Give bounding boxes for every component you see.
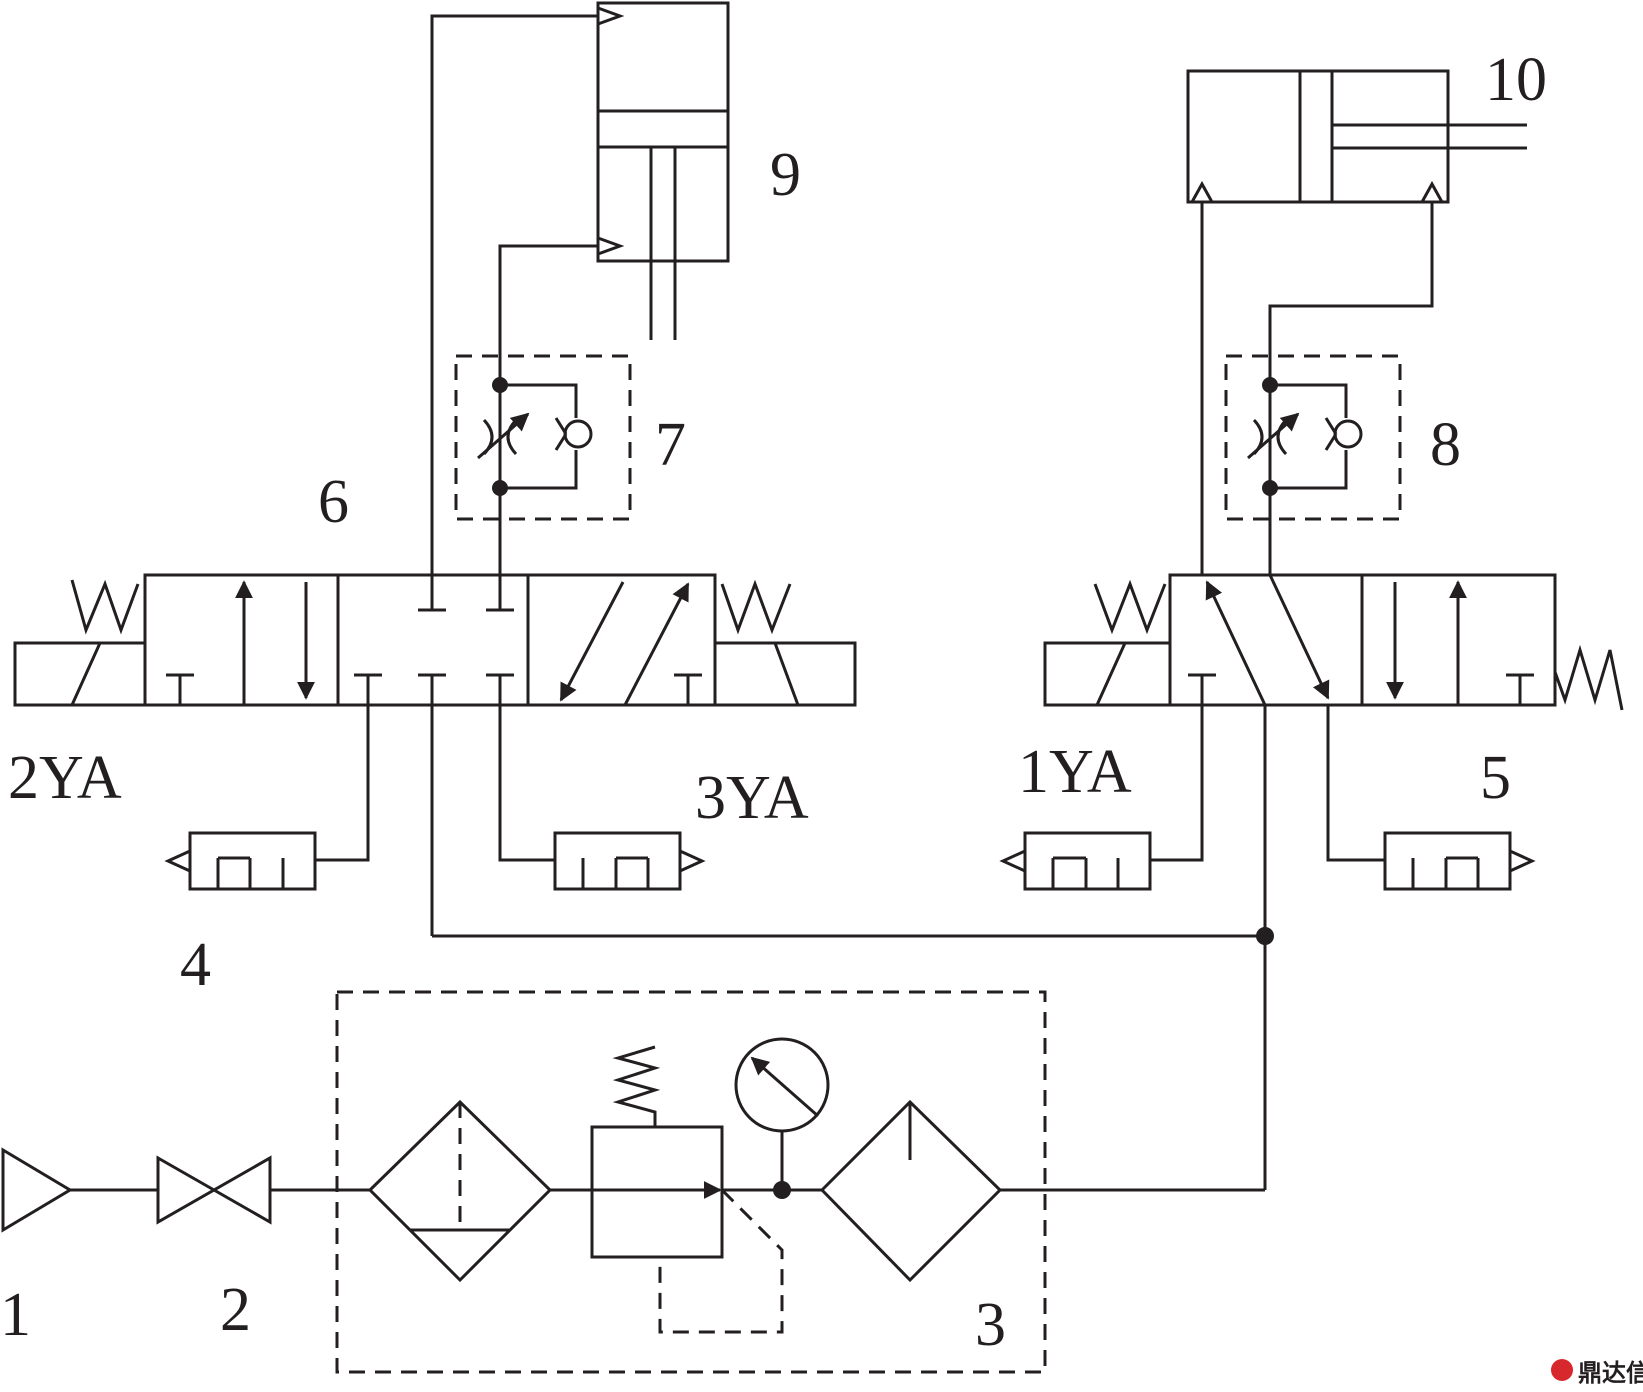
watermark-logo: 鼎达信: [1551, 1359, 1643, 1387]
label-silencer-left: 4: [180, 931, 211, 999]
label-valve-left: 6: [318, 468, 349, 536]
label-valve-right: 5: [1480, 744, 1511, 812]
label-frl-unit: 3: [975, 1291, 1006, 1359]
supply-line: [432, 927, 1274, 945]
silencer-4-left: [164, 831, 317, 891]
watermark-text: 鼎达信: [1578, 1359, 1643, 1387]
label-solenoid-1: 1YA: [1018, 738, 1132, 806]
label-source: 1: [0, 1281, 31, 1349]
cylinder-10: [1186, 69, 1527, 575]
label-stop-valve: 2: [220, 1276, 251, 1344]
label-solenoid-2: 2YA: [8, 744, 122, 812]
directional-valve-6: [13, 573, 857, 936]
label-flow-control-left: 7: [655, 411, 686, 479]
frl-unit-3: [335, 990, 1265, 1374]
stop-valve-2: [156, 1155, 370, 1225]
silencer-left-center: [553, 831, 706, 891]
flow-control-valve-8: [1224, 354, 1402, 575]
watermark-badge-icon: [1551, 1359, 1573, 1381]
cylinder-9: [430, 1, 730, 610]
silencer-right-a: [999, 831, 1152, 891]
label-flow-control-right: 8: [1430, 411, 1461, 479]
label-cylinder-horizontal: 10: [1485, 46, 1547, 114]
label-cylinder-vertical: 9: [770, 141, 801, 209]
silencer-right-b: [1383, 831, 1536, 891]
flow-control-valve-7: [454, 354, 632, 610]
label-solenoid-3: 3YA: [695, 764, 809, 832]
air-source-1: [1, 1147, 158, 1233]
directional-valve-5: [1043, 573, 1624, 1190]
